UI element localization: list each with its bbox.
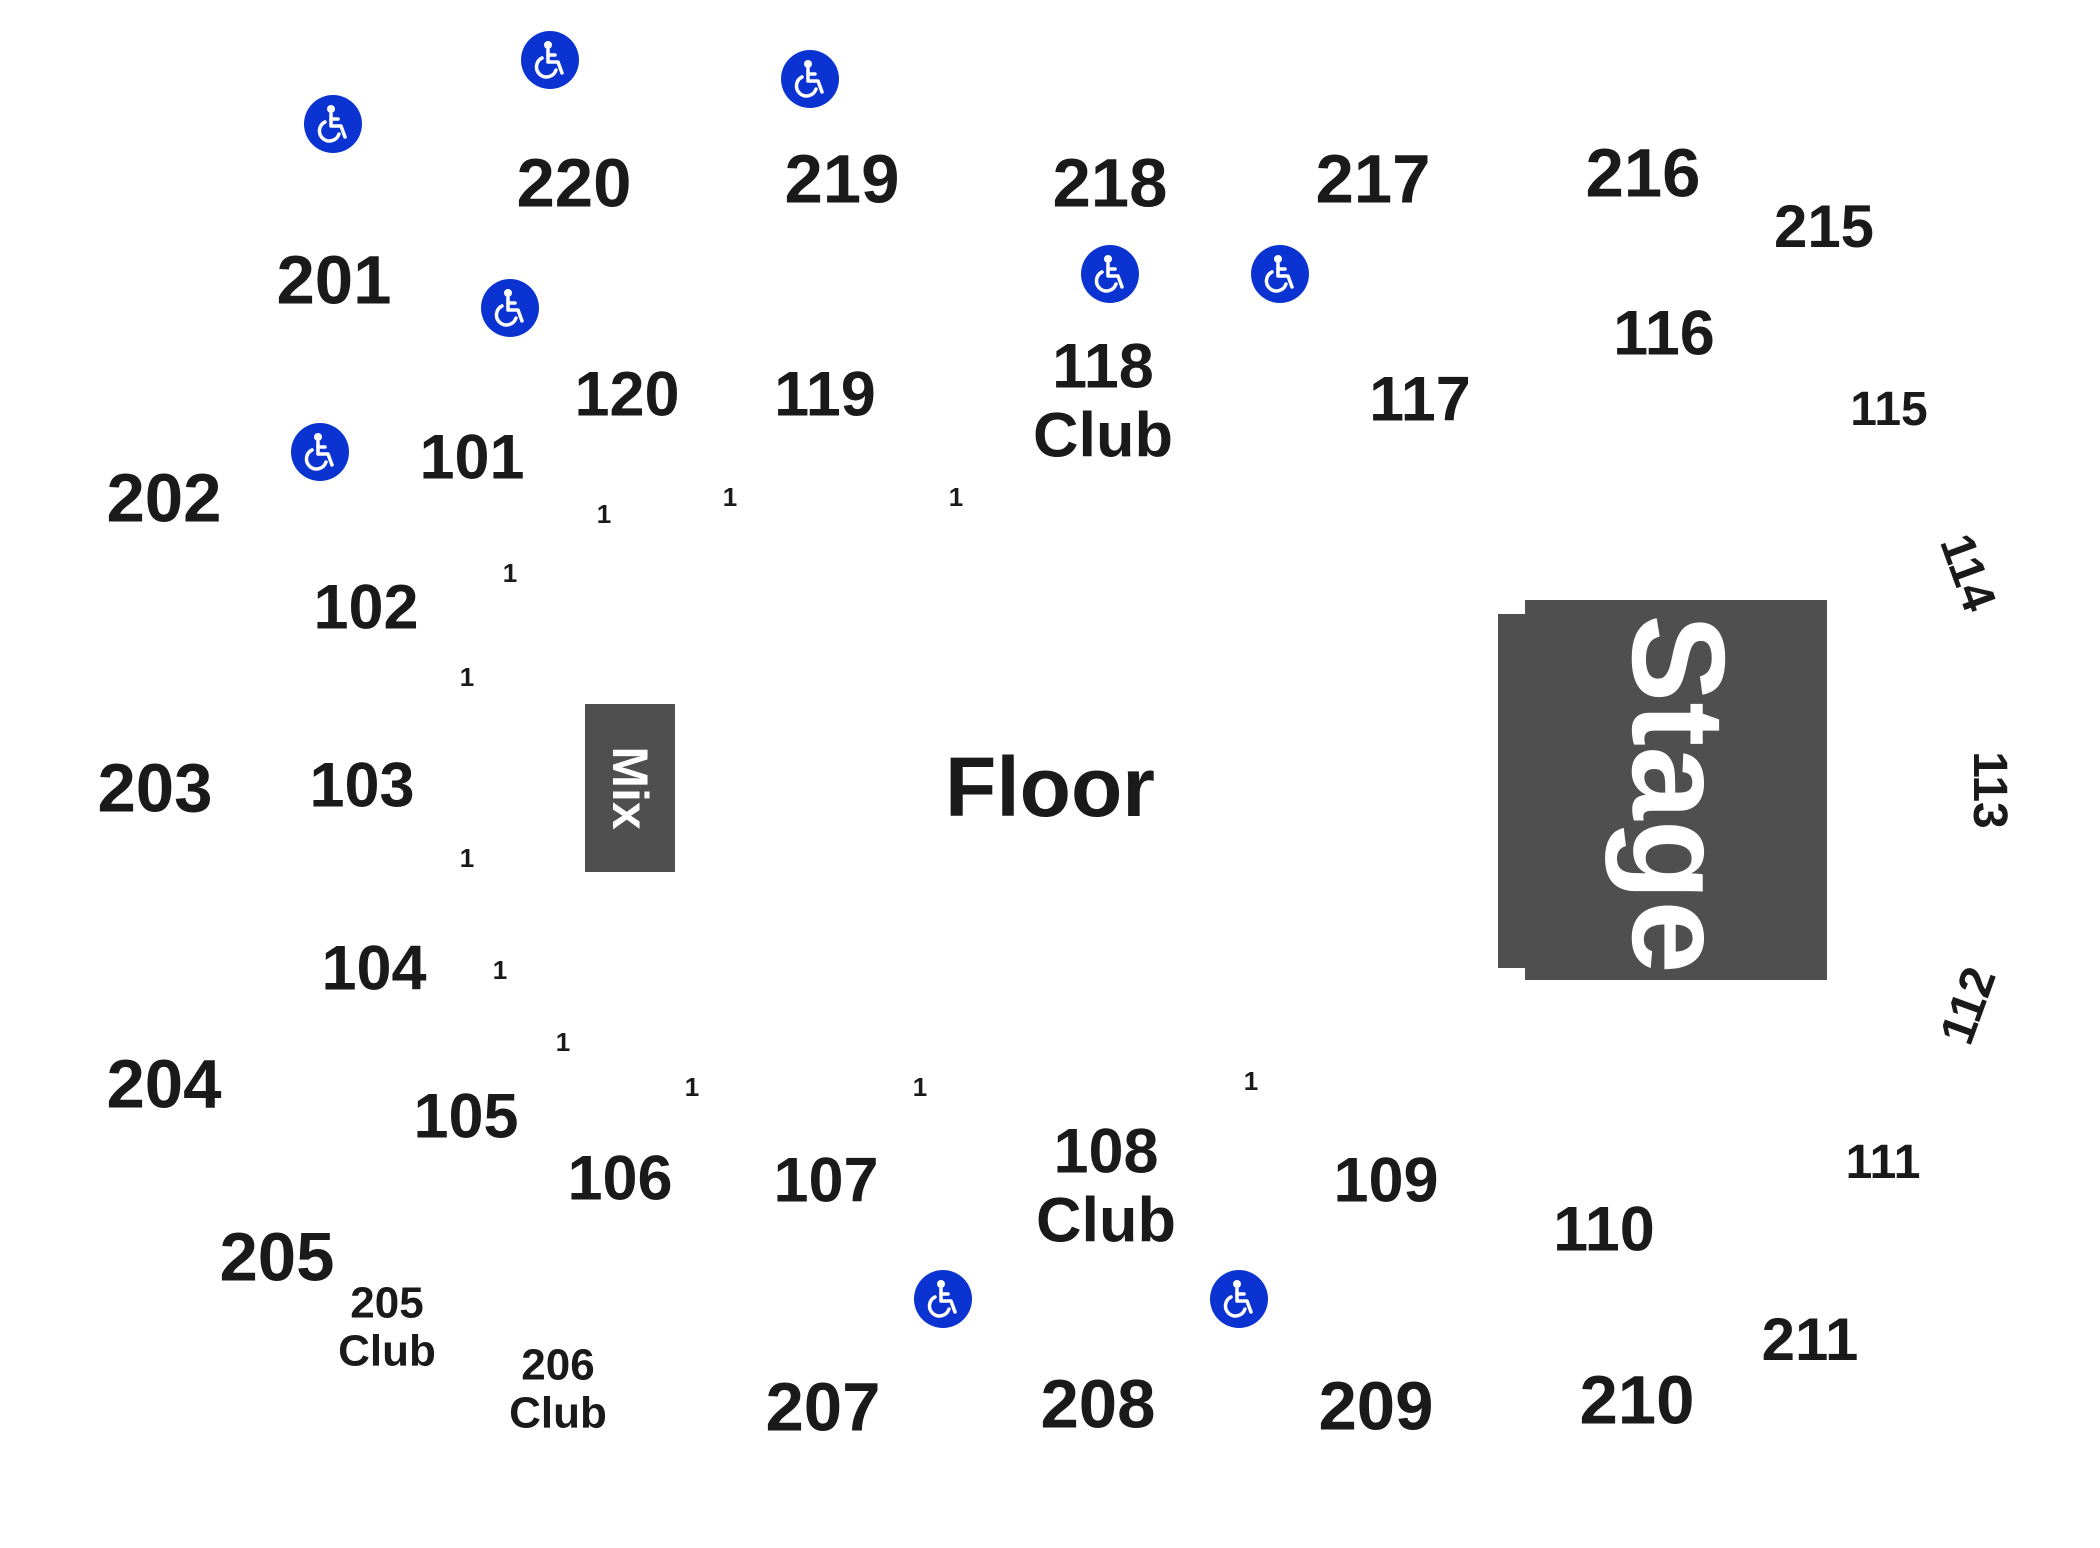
- row-marker: 1: [722, 482, 738, 512]
- section-101[interactable]: 101: [419, 422, 525, 493]
- section-114[interactable]: 114: [1929, 527, 2006, 619]
- section-217[interactable]: 217: [1315, 140, 1431, 218]
- section-104[interactable]: 104: [321, 933, 427, 1004]
- row-marker: 1: [912, 1072, 928, 1102]
- section-119[interactable]: 119: [774, 359, 876, 430]
- section-120[interactable]: 120: [574, 359, 680, 430]
- stage-lip: [1498, 614, 1528, 968]
- section-113[interactable]: 113: [1963, 751, 2016, 829]
- wheelchair-icon[interactable]: [304, 95, 362, 153]
- row-marker: 1: [684, 1072, 700, 1102]
- section-109[interactable]: 109: [1333, 1145, 1439, 1216]
- section-205-club-number: 205: [350, 1278, 424, 1328]
- section-206-club-word: Club: [509, 1389, 607, 1438]
- row-marker: 1: [596, 499, 612, 529]
- section-209[interactable]: 209: [1318, 1367, 1434, 1445]
- section-108-club-word: Club: [1036, 1186, 1176, 1256]
- section-118-club-word: Club: [1033, 401, 1173, 471]
- row-marker: 1: [555, 1027, 571, 1057]
- wheelchair-icon[interactable]: [291, 423, 349, 481]
- row-marker: 1: [502, 558, 518, 588]
- section-107[interactable]: 107: [773, 1145, 879, 1216]
- section-208[interactable]: 208: [1040, 1365, 1156, 1443]
- wheelchair-icon[interactable]: [481, 279, 539, 337]
- section-220[interactable]: 220: [516, 144, 632, 222]
- section-106[interactable]: 106: [567, 1143, 673, 1214]
- section-206-club[interactable]: 206 Club: [509, 1340, 607, 1439]
- section-205-club-word: Club: [338, 1327, 436, 1376]
- wheelchair-icon[interactable]: [781, 50, 839, 108]
- wheelchair-icon[interactable]: [914, 1270, 972, 1328]
- row-marker: 1: [492, 955, 508, 985]
- section-201[interactable]: 201: [276, 241, 392, 319]
- section-118-number: 118: [1052, 331, 1154, 402]
- section-211[interactable]: 211: [1761, 1306, 1859, 1373]
- section-105[interactable]: 105: [413, 1081, 519, 1152]
- section-102[interactable]: 102: [313, 572, 419, 643]
- section-116[interactable]: 116: [1613, 298, 1715, 369]
- wheelchair-icon[interactable]: [1251, 245, 1309, 303]
- stage: [1525, 600, 1827, 980]
- section-203[interactable]: 203: [97, 749, 213, 827]
- row-marker: 1: [459, 843, 475, 873]
- section-117[interactable]: 117: [1369, 364, 1471, 435]
- wheelchair-icon[interactable]: [521, 31, 579, 89]
- row-marker: 1: [459, 662, 475, 692]
- section-111[interactable]: 111: [1845, 1136, 1921, 1189]
- section-112[interactable]: 112: [1930, 960, 2007, 1052]
- wheelchair-icon[interactable]: [1081, 245, 1139, 303]
- section-215[interactable]: 215: [1773, 193, 1875, 260]
- section-103[interactable]: 103: [309, 750, 415, 821]
- section-108-number: 108: [1053, 1116, 1159, 1187]
- mix-position: [585, 704, 675, 872]
- section-204[interactable]: 204: [106, 1045, 222, 1123]
- section-108-club[interactable]: 108 Club: [1036, 1116, 1176, 1257]
- wheelchair-icon[interactable]: [1210, 1270, 1268, 1328]
- section-219[interactable]: 219: [784, 140, 900, 218]
- row-marker: 1: [948, 482, 964, 512]
- section-216[interactable]: 216: [1585, 134, 1701, 212]
- mix-label: Mix: [602, 746, 658, 830]
- stage-label: Stage: [1605, 614, 1752, 974]
- floor-section[interactable]: Floor: [945, 740, 1155, 834]
- section-207[interactable]: 207: [765, 1368, 881, 1446]
- section-110[interactable]: 110: [1553, 1194, 1655, 1265]
- row-marker: 1: [1243, 1066, 1259, 1096]
- section-118-club[interactable]: 118 Club: [1033, 331, 1173, 472]
- section-202[interactable]: 202: [106, 459, 222, 537]
- section-210[interactable]: 210: [1579, 1361, 1695, 1439]
- section-206-club-number: 206: [521, 1340, 595, 1390]
- section-218[interactable]: 218: [1052, 144, 1168, 222]
- section-205[interactable]: 205: [219, 1218, 335, 1296]
- section-205-club[interactable]: 205 Club: [338, 1278, 436, 1377]
- section-115[interactable]: 115: [1850, 383, 1928, 436]
